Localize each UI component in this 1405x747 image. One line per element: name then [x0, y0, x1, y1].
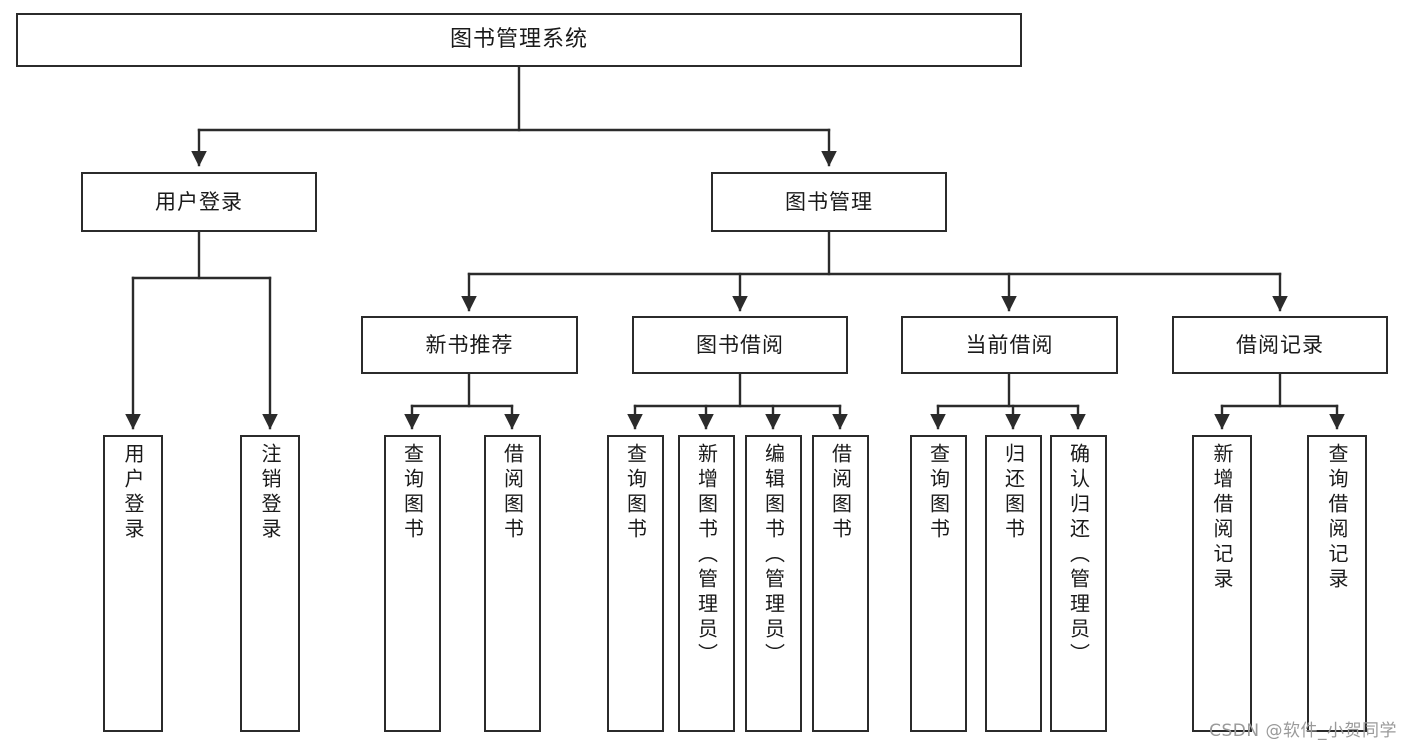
node-leaf-add-book-admin-label: 新增图书（管理员）: [694, 443, 719, 668]
node-new-book-recommendation[interactable]: 新书推荐: [361, 316, 578, 374]
node-book-borrowing[interactable]: 图书借阅: [632, 316, 848, 374]
node-leaf-query-record[interactable]: 查询借阅记录: [1307, 435, 1367, 732]
node-book-borrowing-label: 图书借阅: [696, 332, 784, 357]
node-leaf-add-record[interactable]: 新增借阅记录: [1192, 435, 1252, 732]
node-leaf-add-book-admin[interactable]: 新增图书（管理员）: [678, 435, 735, 732]
node-leaf-edit-book-admin-label: 编辑图书（管理员）: [761, 443, 786, 668]
node-leaf-borrow-book-label: 借阅图书: [828, 443, 853, 543]
node-user-login[interactable]: 用户登录: [81, 172, 317, 232]
node-leaf-borrow-books-rec-label: 借阅图书: [500, 443, 525, 543]
node-leaf-user-login-label: 用户登录: [121, 443, 145, 543]
node-book-management-label: 图书管理: [785, 189, 873, 214]
node-leaf-logout[interactable]: 注销登录: [240, 435, 300, 732]
node-leaf-query-books-borrow[interactable]: 查询图书: [607, 435, 664, 732]
node-current-borrowing-label: 当前借阅: [965, 332, 1054, 357]
node-leaf-query-books-current-label: 查询图书: [926, 443, 951, 543]
node-leaf-edit-book-admin[interactable]: 编辑图书（管理员）: [745, 435, 802, 732]
node-leaf-add-record-label: 新增借阅记录: [1210, 443, 1234, 593]
node-book-management[interactable]: 图书管理: [711, 172, 947, 232]
node-user-login-label: 用户登录: [155, 189, 243, 214]
node-leaf-borrow-books-rec[interactable]: 借阅图书: [484, 435, 541, 732]
node-leaf-confirm-return-admin[interactable]: 确认归还（管理员）: [1050, 435, 1107, 732]
node-leaf-return-book[interactable]: 归还图书: [985, 435, 1042, 732]
node-leaf-return-book-label: 归还图书: [1001, 443, 1026, 543]
node-current-borrowing[interactable]: 当前借阅: [901, 316, 1118, 374]
node-leaf-query-books-borrow-label: 查询图书: [623, 443, 648, 543]
node-leaf-borrow-book[interactable]: 借阅图书: [812, 435, 869, 732]
node-borrowing-records-label: 借阅记录: [1236, 332, 1324, 357]
node-leaf-user-login[interactable]: 用户登录: [103, 435, 163, 732]
node-root-label: 图书管理系统: [449, 27, 588, 53]
csdn-watermark: CSDN @软件_小贺同学: [1209, 721, 1397, 741]
node-root[interactable]: 图书管理系统: [16, 13, 1022, 67]
node-leaf-query-books-rec[interactable]: 查询图书: [384, 435, 441, 732]
node-leaf-confirm-return-admin-label: 确认归还（管理员）: [1066, 443, 1091, 668]
node-new-book-recommendation-label: 新书推荐: [425, 332, 514, 357]
node-borrowing-records[interactable]: 借阅记录: [1172, 316, 1388, 374]
node-leaf-logout-label: 注销登录: [258, 443, 282, 543]
node-leaf-query-books-rec-label: 查询图书: [400, 443, 425, 543]
node-leaf-query-books-current[interactable]: 查询图书: [910, 435, 967, 732]
node-leaf-query-record-label: 查询借阅记录: [1325, 443, 1349, 593]
